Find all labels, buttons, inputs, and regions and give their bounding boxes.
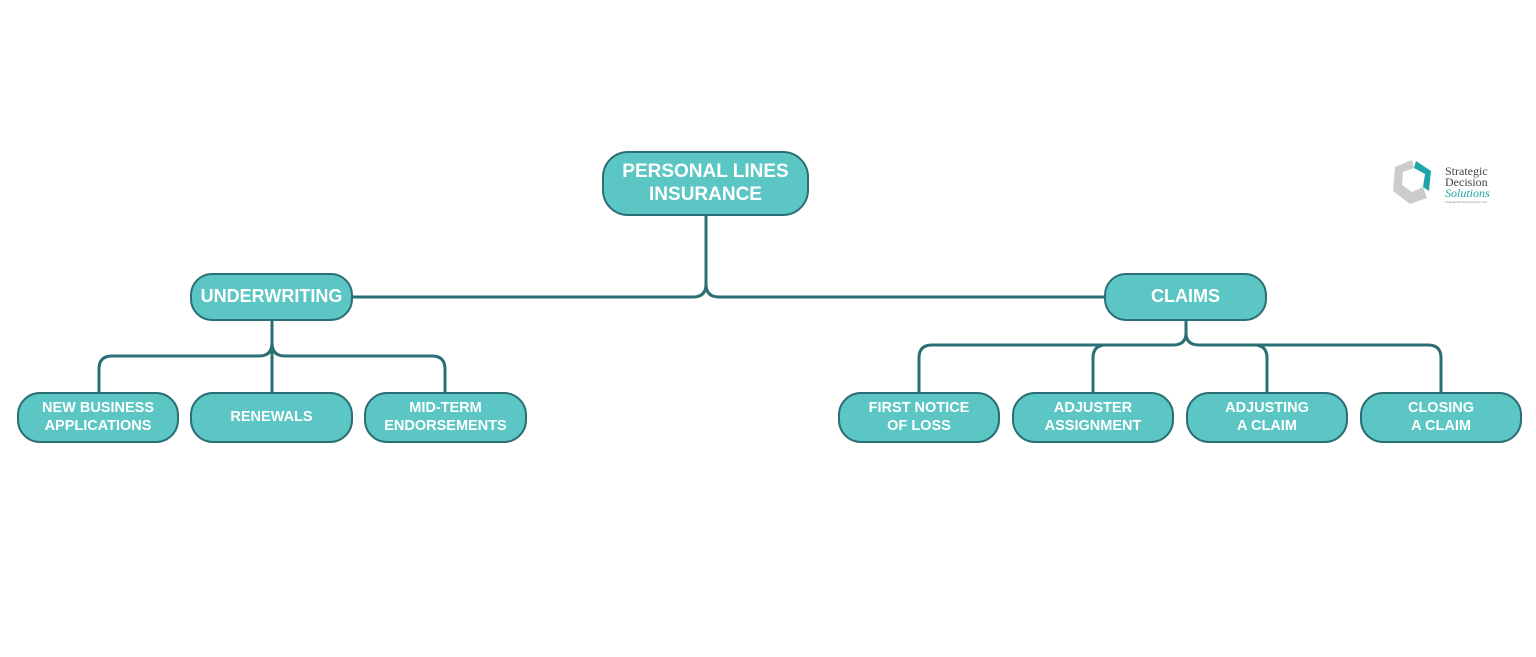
branch-node-underwriting: UNDERWRITING bbox=[190, 273, 353, 321]
hexagon-logo-icon bbox=[1393, 160, 1431, 204]
connector-underwriting-right bbox=[270, 341, 447, 394]
leaf-node-closing-a-claim: CLOSING A CLAIM bbox=[1360, 392, 1522, 443]
connector-claims-to-adjusting bbox=[1184, 331, 1269, 394]
logo-url: StrategicDecisionSolutions.com bbox=[1445, 200, 1488, 204]
connector-claims-to-closing bbox=[1252, 343, 1443, 394]
company-logo: Strategic Decision Solutions StrategicDe… bbox=[1390, 157, 1508, 209]
logo-text-solutions: Solutions bbox=[1445, 186, 1490, 200]
leaf-node-adjusting-a-claim: ADJUSTING A CLAIM bbox=[1186, 392, 1348, 443]
leaf-node-mid-term-endorsements: MID-TERM ENDORSEMENTS bbox=[364, 392, 527, 443]
leaf-node-new-business-applications: NEW BUSINESS APPLICATIONS bbox=[17, 392, 179, 443]
logo-text-strategic: Strategic bbox=[1445, 164, 1488, 178]
leaf-node-renewals: RENEWALS bbox=[190, 392, 353, 443]
leaf-node-first-notice-of-loss: FIRST NOTICE OF LOSS bbox=[838, 392, 1000, 443]
connector-claims-stem bbox=[917, 319, 1188, 394]
leaf-node-adjuster-assignment: ADJUSTER ASSIGNMENT bbox=[1012, 392, 1174, 443]
branch-node-claims: CLAIMS bbox=[1104, 273, 1267, 321]
logo-text-decision: Decision bbox=[1445, 175, 1488, 189]
connector-claims-to-adjuster bbox=[1091, 343, 1175, 394]
connector-root-to-claims bbox=[704, 282, 1107, 299]
connector-root-stem bbox=[351, 214, 708, 299]
connector-underwriting-left bbox=[97, 319, 274, 394]
root-node: PERSONAL LINES INSURANCE bbox=[602, 151, 809, 216]
